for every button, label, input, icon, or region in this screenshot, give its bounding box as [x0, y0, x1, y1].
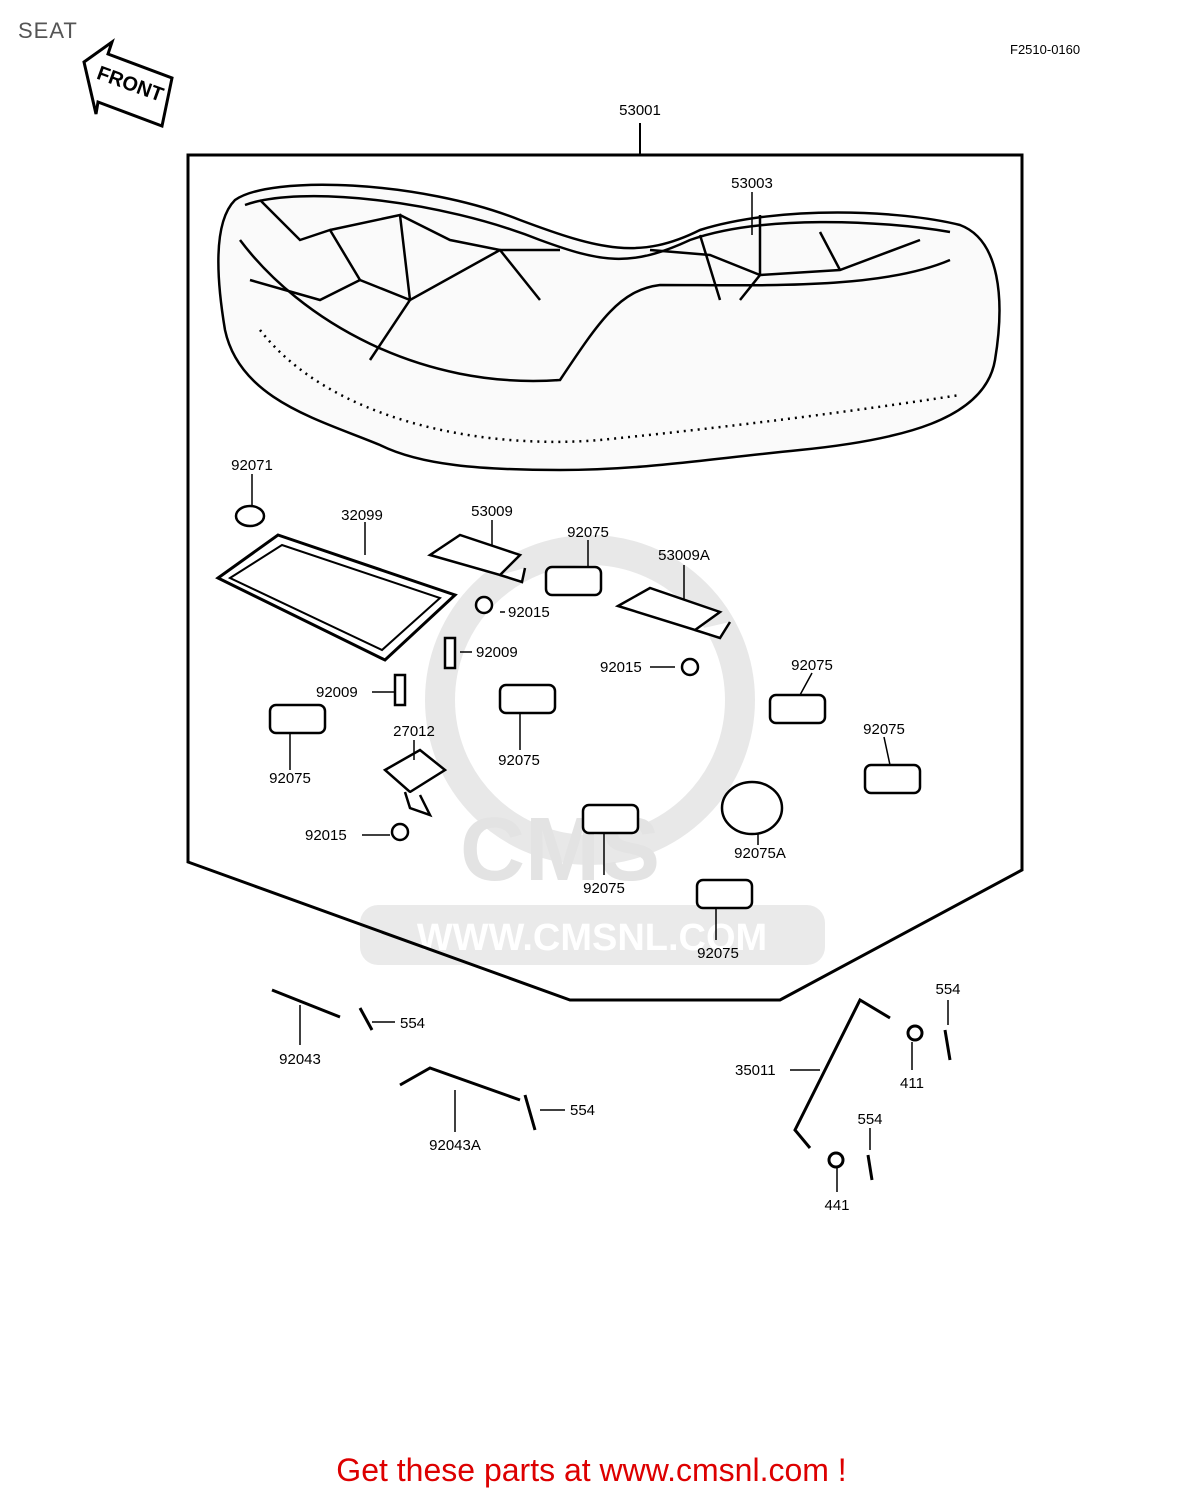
part-label: 92075	[269, 770, 311, 787]
footer-link[interactable]: Get these parts at www.cmsnl.com !	[336, 1452, 847, 1488]
part-labels: 53001 53003 92071 32099 53009 92075 5300…	[231, 102, 960, 1214]
figure-code: F2510-0160	[1010, 42, 1081, 57]
bracket-53009A	[614, 586, 732, 640]
part-label: 554	[935, 981, 960, 998]
part-label: 441	[824, 1197, 849, 1214]
part-label: 27012	[393, 723, 435, 740]
part-label: 92015	[600, 659, 642, 676]
part-label: 53009A	[658, 547, 710, 564]
part-label: 53009	[471, 503, 513, 520]
bracket-53009	[427, 533, 527, 584]
part-label: 92075A	[734, 845, 786, 862]
part-label: 92075	[583, 880, 625, 897]
part-label: 92009	[476, 644, 518, 661]
seat-illustration	[217, 183, 1001, 472]
part-label: 554	[857, 1111, 882, 1128]
part-label: 92075	[863, 721, 905, 738]
assembly-outline	[186, 153, 1024, 1002]
part-label: 92043	[279, 1051, 321, 1068]
watermark-url: WWW.CMSNL.COM	[417, 917, 767, 959]
part-label: 92075	[567, 524, 609, 541]
leader-lines	[251, 192, 949, 1192]
part-label: 92075	[498, 752, 540, 769]
page-title: SEAT	[18, 18, 78, 43]
watermark: CMS WWW.CMSNL.COM	[360, 535, 825, 965]
part-label: 554	[400, 1015, 425, 1032]
part-label: 32099	[341, 507, 383, 524]
part-label: 35011	[735, 1062, 776, 1079]
storage-tray-32099	[215, 533, 458, 662]
fasteners	[390, 595, 700, 842]
part-label: 92075	[791, 657, 833, 674]
rubber-blocks	[234, 504, 922, 910]
part-label: 53003	[731, 175, 773, 192]
bracket-27012	[382, 748, 448, 818]
part-label: 92015	[305, 827, 347, 844]
front-arrow-icon: FRONT	[82, 38, 174, 129]
part-label: 92009	[316, 684, 358, 701]
part-label: 554	[570, 1102, 595, 1119]
pins-and-rods	[271, 988, 952, 1181]
part-label: 53001	[619, 102, 661, 119]
part-label: 411	[900, 1075, 924, 1092]
part-label: 92075	[697, 945, 739, 962]
part-label: 92015	[508, 604, 550, 621]
part-label: 92043A	[429, 1137, 481, 1154]
part-label: 92071	[231, 457, 273, 474]
